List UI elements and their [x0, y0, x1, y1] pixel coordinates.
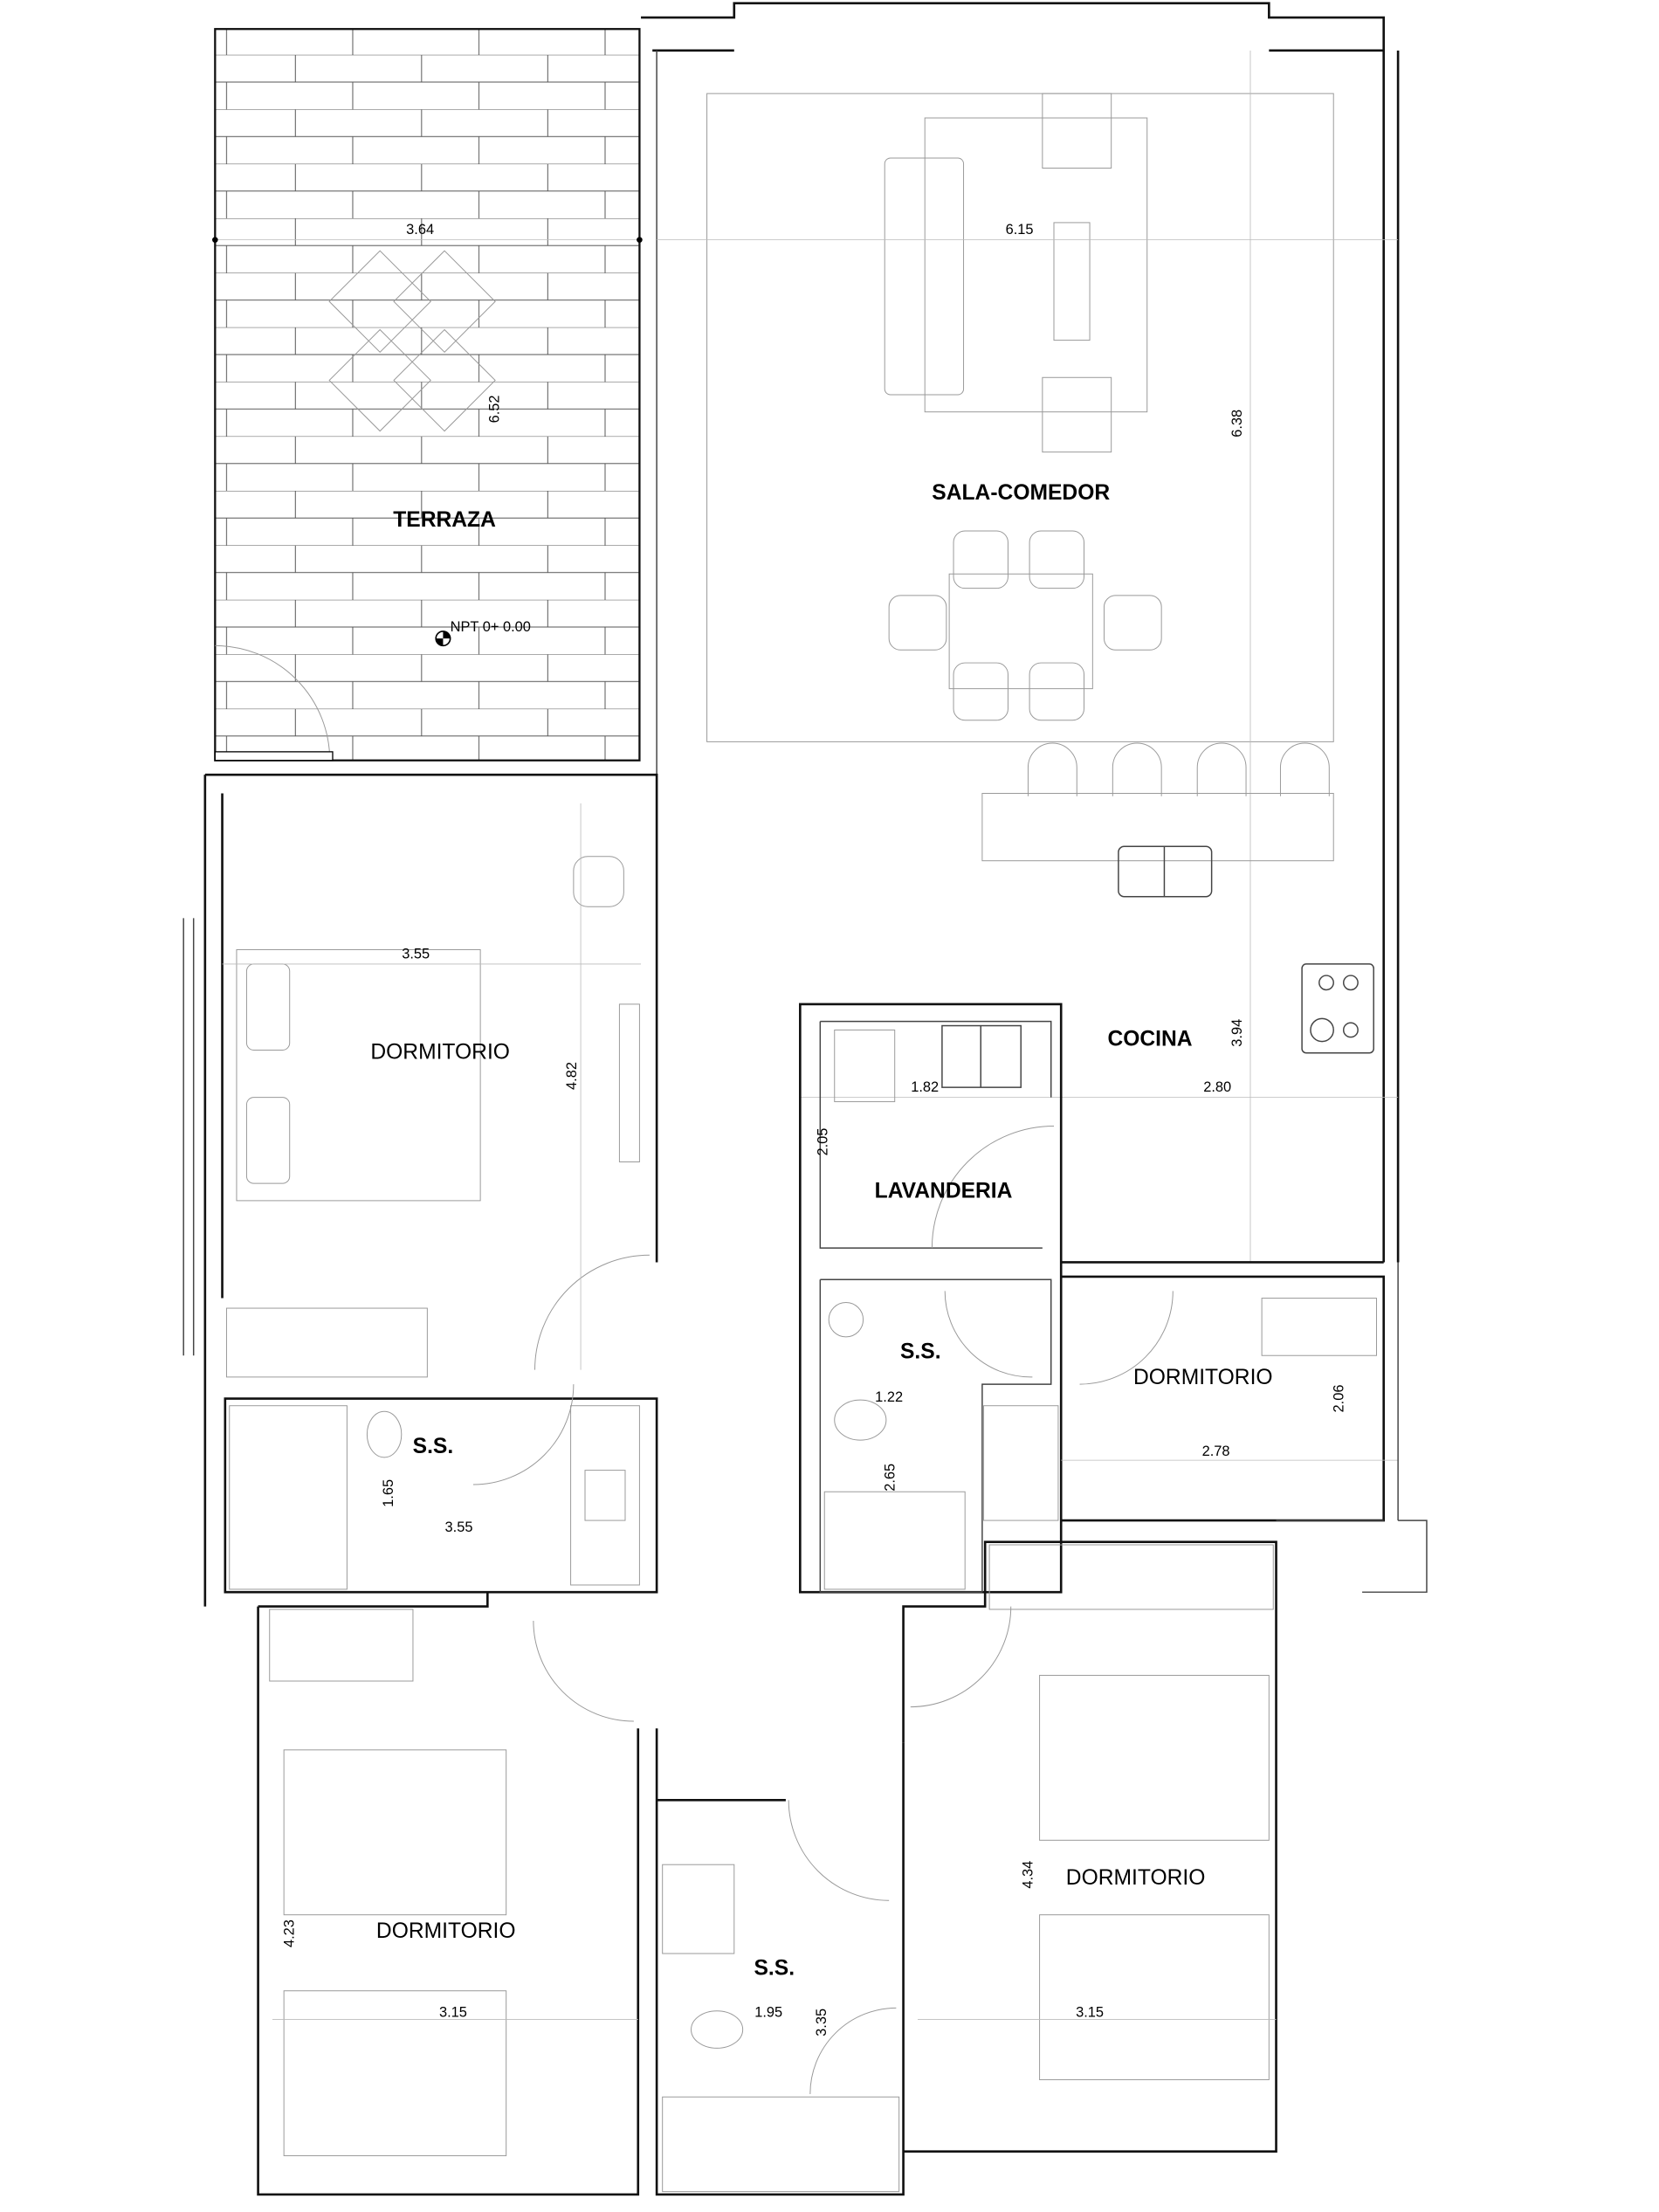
ss-center-area: S.S. 1.22 2.65: [819, 1278, 1052, 1593]
dim-sala-width: 6.15: [1006, 222, 1034, 238]
lavanderia-area: LAVANDERIA 1.82 2.05: [799, 1003, 1063, 1594]
sink-icon: [662, 1864, 735, 1954]
dim-dormitorio-tl-width: 3.55: [402, 946, 430, 961]
level-marker-icon: [435, 631, 451, 647]
room-label-cocina: COCINA: [1107, 1028, 1192, 1051]
sink-icon: [828, 1301, 864, 1338]
wardrobe: [225, 1307, 428, 1378]
dormitorio-top-left-area: 3.55 4.82 DORMITORIO: [203, 773, 658, 1607]
stove-icon: [1301, 963, 1374, 1054]
outdoor-table-set: [328, 250, 496, 432]
dim-cocina-height: 3.94: [1229, 1019, 1245, 1047]
dormitorio-small-area: DORMITORIO 2.06 2.78: [983, 1275, 1399, 1522]
room-label-terraza: TERRAZA: [393, 508, 496, 532]
desk: [1261, 1298, 1377, 1356]
cocina-area: COCINA 3.94 2.80: [800, 742, 1399, 1264]
sala-comedor-area: 6.15 6.38 SALA-COMEDOR: [641, 2, 1400, 1263]
wardrobe: [269, 1609, 414, 1682]
dim-dormitorio-br-height: 4.34: [1020, 1861, 1036, 1889]
kitchen-island: [981, 793, 1334, 862]
dim-terraza-height: 6.52: [486, 395, 502, 423]
dim-ss-bottom-width: 1.95: [754, 2004, 782, 2020]
dim-lavanderia-height: 2.05: [816, 1128, 831, 1156]
dining-chairs: [888, 530, 1162, 721]
level-marker-label: NPT 0+ 0.00: [451, 619, 531, 635]
laundry-sink-icon: [941, 1024, 1022, 1088]
dim-lavanderia-width: 1.82: [911, 1079, 939, 1095]
toilet-icon: [691, 2010, 744, 2049]
dim-ss-bottom-height: 3.35: [814, 2009, 830, 2036]
wardrobe: [988, 1544, 1274, 1610]
armchair: [1042, 93, 1112, 169]
vanity: [570, 1405, 640, 1586]
dim-ss-left-height: 1.65: [381, 1479, 396, 1507]
dim-dormitorio-tl-height: 4.82: [564, 1062, 580, 1090]
room-label-lavanderia: LAVANDERIA: [875, 1180, 1013, 1203]
dim-dormitorio-bl-width: 3.15: [439, 2004, 467, 2020]
sink-icon: [584, 1470, 626, 1521]
washer: [834, 1029, 896, 1103]
shower: [662, 2096, 900, 2193]
room-label-ss-center: S.S.: [900, 1340, 941, 1364]
ss-bottom-area: S.S. 1.95 3.35: [655, 1728, 905, 2196]
dim-terraza-width: 3.64: [406, 222, 434, 238]
room-label-ss-left: S.S.: [413, 1435, 454, 1458]
ss-left-area: S.S. 1.65 3.55: [224, 1384, 658, 1594]
bar-stools: [1027, 742, 1330, 796]
shower: [229, 1405, 348, 1590]
bed: [283, 1990, 507, 2157]
room-label-dormitorio-top-left: DORMITORIO: [370, 1040, 510, 1064]
tv: [618, 1003, 640, 1163]
bed: [236, 949, 481, 1202]
dim-ss-center-width: 1.22: [875, 1389, 903, 1405]
dim-dormitorio-br-width: 3.15: [1076, 2004, 1104, 2020]
coffee-table: [1053, 222, 1091, 341]
sofa: [884, 117, 1148, 413]
bed: [1039, 1914, 1270, 2081]
dormitorio-bottom-right-area: DORMITORIO 4.34 3.15: [902, 1540, 1277, 2153]
room-label-ss-bottom: S.S.: [754, 1957, 795, 1981]
room-label-dormitorio-bottom-right: DORMITORIO: [1066, 1866, 1206, 1890]
room-label-dormitorio-bottom-left: DORMITORIO: [376, 1919, 516, 1943]
room-label-dormitorio-small: DORMITORIO: [1133, 1366, 1273, 1389]
dining-table: [948, 573, 1093, 690]
armchair: [1042, 376, 1112, 453]
shower: [823, 1491, 966, 1590]
dormitorio-bottom-left-area: DORMITORIO 4.23 3.15: [257, 1592, 640, 2196]
bed: [1039, 1674, 1270, 1841]
dim-dormitorio-bl-height: 4.23: [282, 1919, 298, 1947]
room-label-sala-comedor: SALA-COMEDOR: [932, 481, 1110, 505]
dim-ss-left-width: 3.55: [445, 1519, 473, 1535]
toilet-icon: [366, 1410, 403, 1458]
dim-sala-height: 6.38: [1229, 410, 1245, 438]
wardrobe: [983, 1405, 1059, 1521]
chair: [573, 856, 624, 907]
terraza-area: 3.64 6.52 TERRAZA NPT 0+ 0.00: [212, 28, 643, 761]
kitchen-sink-icon: [1118, 845, 1213, 898]
bed: [283, 1749, 507, 1916]
dim-dormitorio-small-height: 2.06: [1332, 1385, 1347, 1413]
toilet-icon: [834, 1399, 887, 1441]
dim-dormitorio-small-width: 2.78: [1202, 1444, 1230, 1459]
dim-ss-center-height: 2.65: [883, 1464, 898, 1492]
dim-cocina-width: 2.80: [1203, 1079, 1231, 1095]
